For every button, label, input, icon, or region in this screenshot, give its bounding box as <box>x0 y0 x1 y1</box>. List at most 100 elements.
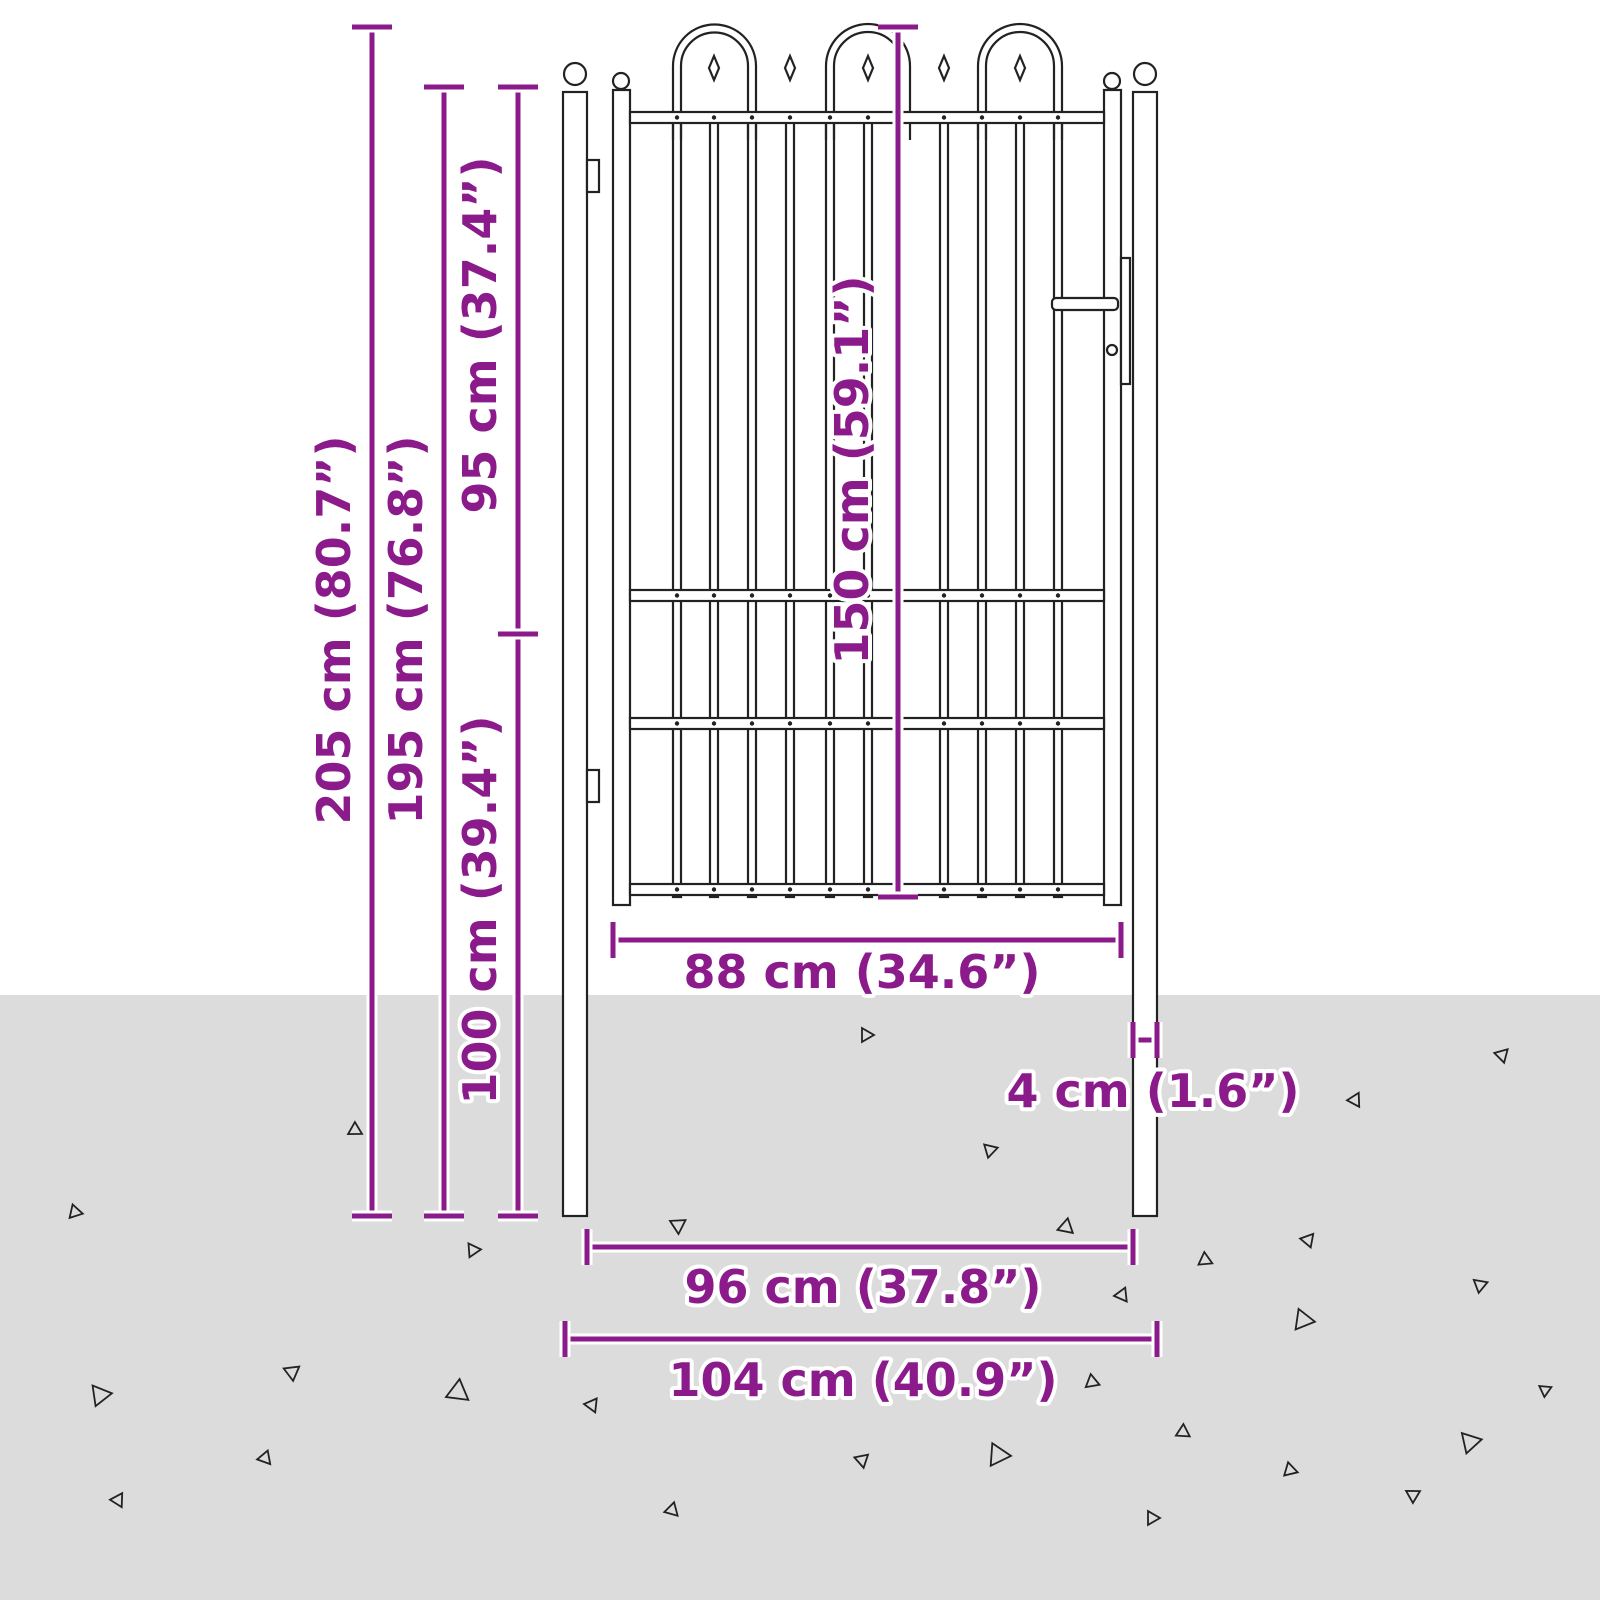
pickets <box>671 22 1064 899</box>
label-total-height: 205 cm (80.7”) <box>307 435 361 824</box>
pebble <box>255 1448 272 1466</box>
rail-rivet <box>749 115 755 120</box>
pebble <box>1084 1372 1102 1389</box>
rail-rivet <box>979 115 985 120</box>
picket <box>976 113 988 899</box>
ground <box>0 995 1600 1600</box>
pebble <box>91 1384 114 1408</box>
rail-rivet <box>941 593 947 598</box>
picket <box>671 113 683 899</box>
left-stile-cap <box>611 71 631 91</box>
rail-rivet <box>1055 887 1061 892</box>
rail-rivet <box>827 887 833 892</box>
label-upper-height: 95 cm (37.4”) <box>453 156 507 513</box>
picket-loop-inner <box>984 30 1056 140</box>
gravel-pebbles <box>68 1026 1554 1527</box>
pebble <box>1492 1048 1509 1065</box>
pebble <box>467 1241 483 1259</box>
rail-rivet <box>711 887 717 892</box>
picket-loop <box>671 23 758 140</box>
rail-rivet <box>827 721 833 726</box>
rail-rivet <box>711 115 717 120</box>
rail-rivet <box>1017 593 1023 598</box>
picket <box>784 113 796 899</box>
hinge-bottom <box>585 768 601 804</box>
rail-rivet <box>941 721 947 726</box>
label-total-width: 104 cm (40.9”) <box>668 1353 1057 1407</box>
left-post <box>561 90 589 1218</box>
left-stile <box>611 88 632 907</box>
pebble <box>1294 1307 1317 1331</box>
picket <box>1052 113 1064 899</box>
rail-rivet <box>865 721 871 726</box>
pebble <box>108 1491 124 1509</box>
pebble <box>1197 1250 1214 1266</box>
rail-rivet <box>1017 721 1023 726</box>
picket-loop <box>976 22 1064 140</box>
dimension-lines: 205 cm (80.7”) 195 cm (76.8”) 95 cm (37.… <box>303 21 1304 1411</box>
label-inner-width: 96 cm (37.8”) <box>684 1260 1041 1314</box>
pebble <box>346 1120 364 1136</box>
pebble <box>1282 1460 1300 1477</box>
rails <box>628 110 1106 897</box>
picket <box>938 113 950 899</box>
pebble <box>662 1500 679 1517</box>
pebble <box>668 1219 688 1236</box>
rail-rivet <box>749 593 755 598</box>
label-gate-width: 88 cm (34.6”) <box>683 945 1040 999</box>
pebble <box>989 1441 1013 1468</box>
rail-rivet <box>749 721 755 726</box>
rail-rivet <box>979 887 985 892</box>
label-gate-height: 150 cm (59.1”) <box>825 275 879 664</box>
rail-rivet <box>787 115 793 120</box>
door-handle <box>1050 296 1120 312</box>
pebble <box>1055 1216 1075 1235</box>
rail-rivet <box>827 593 833 598</box>
rail-rivet <box>941 887 947 892</box>
rail-rivet <box>711 721 717 726</box>
rail-rivet <box>787 593 793 598</box>
rail-rivet <box>865 115 871 120</box>
label-lower-height: 100 cm (39.4”) <box>453 715 507 1104</box>
pebble <box>1404 1489 1422 1505</box>
pebble <box>1537 1384 1554 1399</box>
pebble <box>282 1365 301 1383</box>
hinge-top <box>585 158 601 194</box>
rail-rivet <box>749 887 755 892</box>
pebble <box>1112 1286 1128 1303</box>
spear-tip <box>937 53 951 83</box>
rail-rivet <box>674 115 680 120</box>
rail-rivet <box>979 593 985 598</box>
picket-loop-inner <box>679 31 750 140</box>
pebble <box>982 1143 1000 1160</box>
rail-rivet <box>674 721 680 726</box>
spear-tip <box>861 53 875 83</box>
gate-drawing <box>561 22 1159 1218</box>
spear-tip <box>707 53 721 83</box>
pebble <box>444 1377 470 1401</box>
label-post-height: 195 cm (76.8”) <box>379 435 433 824</box>
rail-rivet <box>941 115 947 120</box>
pebble <box>1298 1232 1315 1250</box>
rail-rivet <box>1017 887 1023 892</box>
rail-rivet <box>1055 115 1061 120</box>
pebble <box>1147 1509 1162 1527</box>
picket <box>1014 113 1026 899</box>
keyhole <box>1105 343 1119 357</box>
rail-rivet <box>827 115 833 120</box>
pebble <box>68 1202 85 1220</box>
rail-rivet <box>979 721 985 726</box>
pebble <box>1174 1422 1192 1438</box>
pebble <box>1460 1431 1484 1456</box>
rail-rivet <box>1055 721 1061 726</box>
pebble <box>1472 1278 1490 1295</box>
pebble <box>1345 1091 1361 1109</box>
left-post-cap <box>562 61 588 87</box>
spear-tip <box>783 53 797 83</box>
label-post-width: 4 cm (1.6”) <box>1006 1064 1299 1118</box>
pebble <box>582 1397 598 1414</box>
spear-tip <box>1013 53 1027 83</box>
rail-rivet <box>1055 593 1061 598</box>
picket <box>746 113 758 899</box>
